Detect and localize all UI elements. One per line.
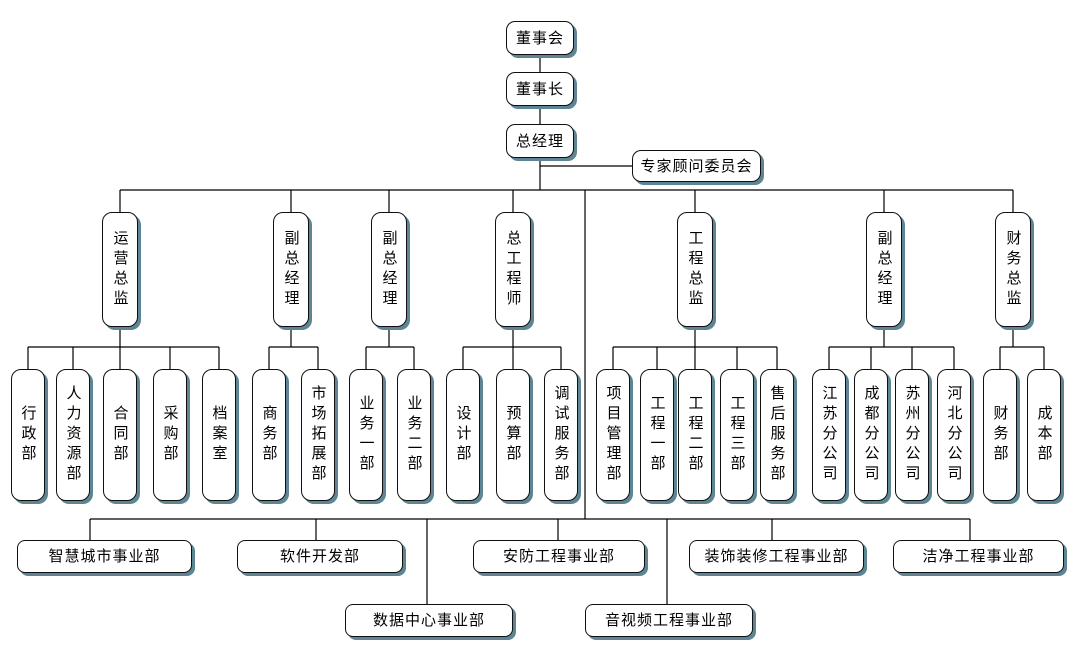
dept-business-1: 业务一部	[349, 369, 383, 501]
dept-market-expansion: 市场拓展部	[301, 369, 335, 501]
head-chief-engineer: 总工程师	[495, 212, 531, 327]
dept-commissioning-service: 调试服务部	[544, 369, 578, 501]
head-vice-gm-2: 副总经理	[371, 212, 407, 327]
node-general-manager: 总经理	[506, 124, 574, 158]
head-engineering-director: 工程总监	[677, 212, 713, 327]
bu-decoration-engineering: 装饰装修工程事业部	[689, 540, 864, 573]
dept-hr: 人力资源部	[56, 369, 90, 501]
bu-software-dev: 软件开发部	[237, 540, 403, 573]
dept-commerce: 商务部	[252, 369, 286, 501]
bu-data-center: 数据中心事业部	[345, 604, 513, 637]
dept-engineering-2: 工程二部	[678, 369, 712, 501]
dept-archives: 档案室	[202, 369, 236, 501]
branch-jiangsu: 江苏分公司	[812, 369, 846, 501]
dept-finance: 财务部	[983, 369, 1017, 501]
dept-business-2: 业务二部	[397, 369, 431, 501]
node-chairman: 董事长	[506, 72, 574, 106]
head-vice-gm-3: 副总经理	[866, 212, 902, 327]
bu-av-engineering: 音视频工程事业部	[585, 604, 753, 637]
dept-budget: 预算部	[496, 369, 530, 501]
bu-security-engineering: 安防工程事业部	[473, 540, 645, 573]
dept-project-management: 项目管理部	[596, 369, 630, 501]
branch-hebei: 河北分公司	[937, 369, 971, 501]
head-operations-director: 运营总监	[102, 212, 138, 327]
head-vice-gm-1: 副总经理	[273, 212, 309, 327]
bu-smart-city: 智慧城市事业部	[17, 540, 192, 573]
dept-admin: 行政部	[11, 369, 45, 501]
branch-suzhou: 苏州分公司	[895, 369, 929, 501]
node-advisory-committee: 专家顾问委员会	[632, 150, 761, 182]
dept-procurement: 采购部	[153, 369, 187, 501]
dept-cost: 成本部	[1027, 369, 1061, 501]
bu-clean-engineering: 洁净工程事业部	[893, 540, 1064, 573]
dept-design: 设计部	[446, 369, 480, 501]
dept-contract: 合同部	[103, 369, 137, 501]
dept-engineering-3: 工程三部	[720, 369, 754, 501]
branch-chengdu: 成都分公司	[854, 369, 888, 501]
dept-after-sales: 售后服务部	[760, 369, 794, 501]
head-finance-director: 财务总监	[995, 212, 1031, 327]
dept-engineering-1: 工程一部	[640, 369, 674, 501]
node-board: 董事会	[506, 21, 574, 55]
